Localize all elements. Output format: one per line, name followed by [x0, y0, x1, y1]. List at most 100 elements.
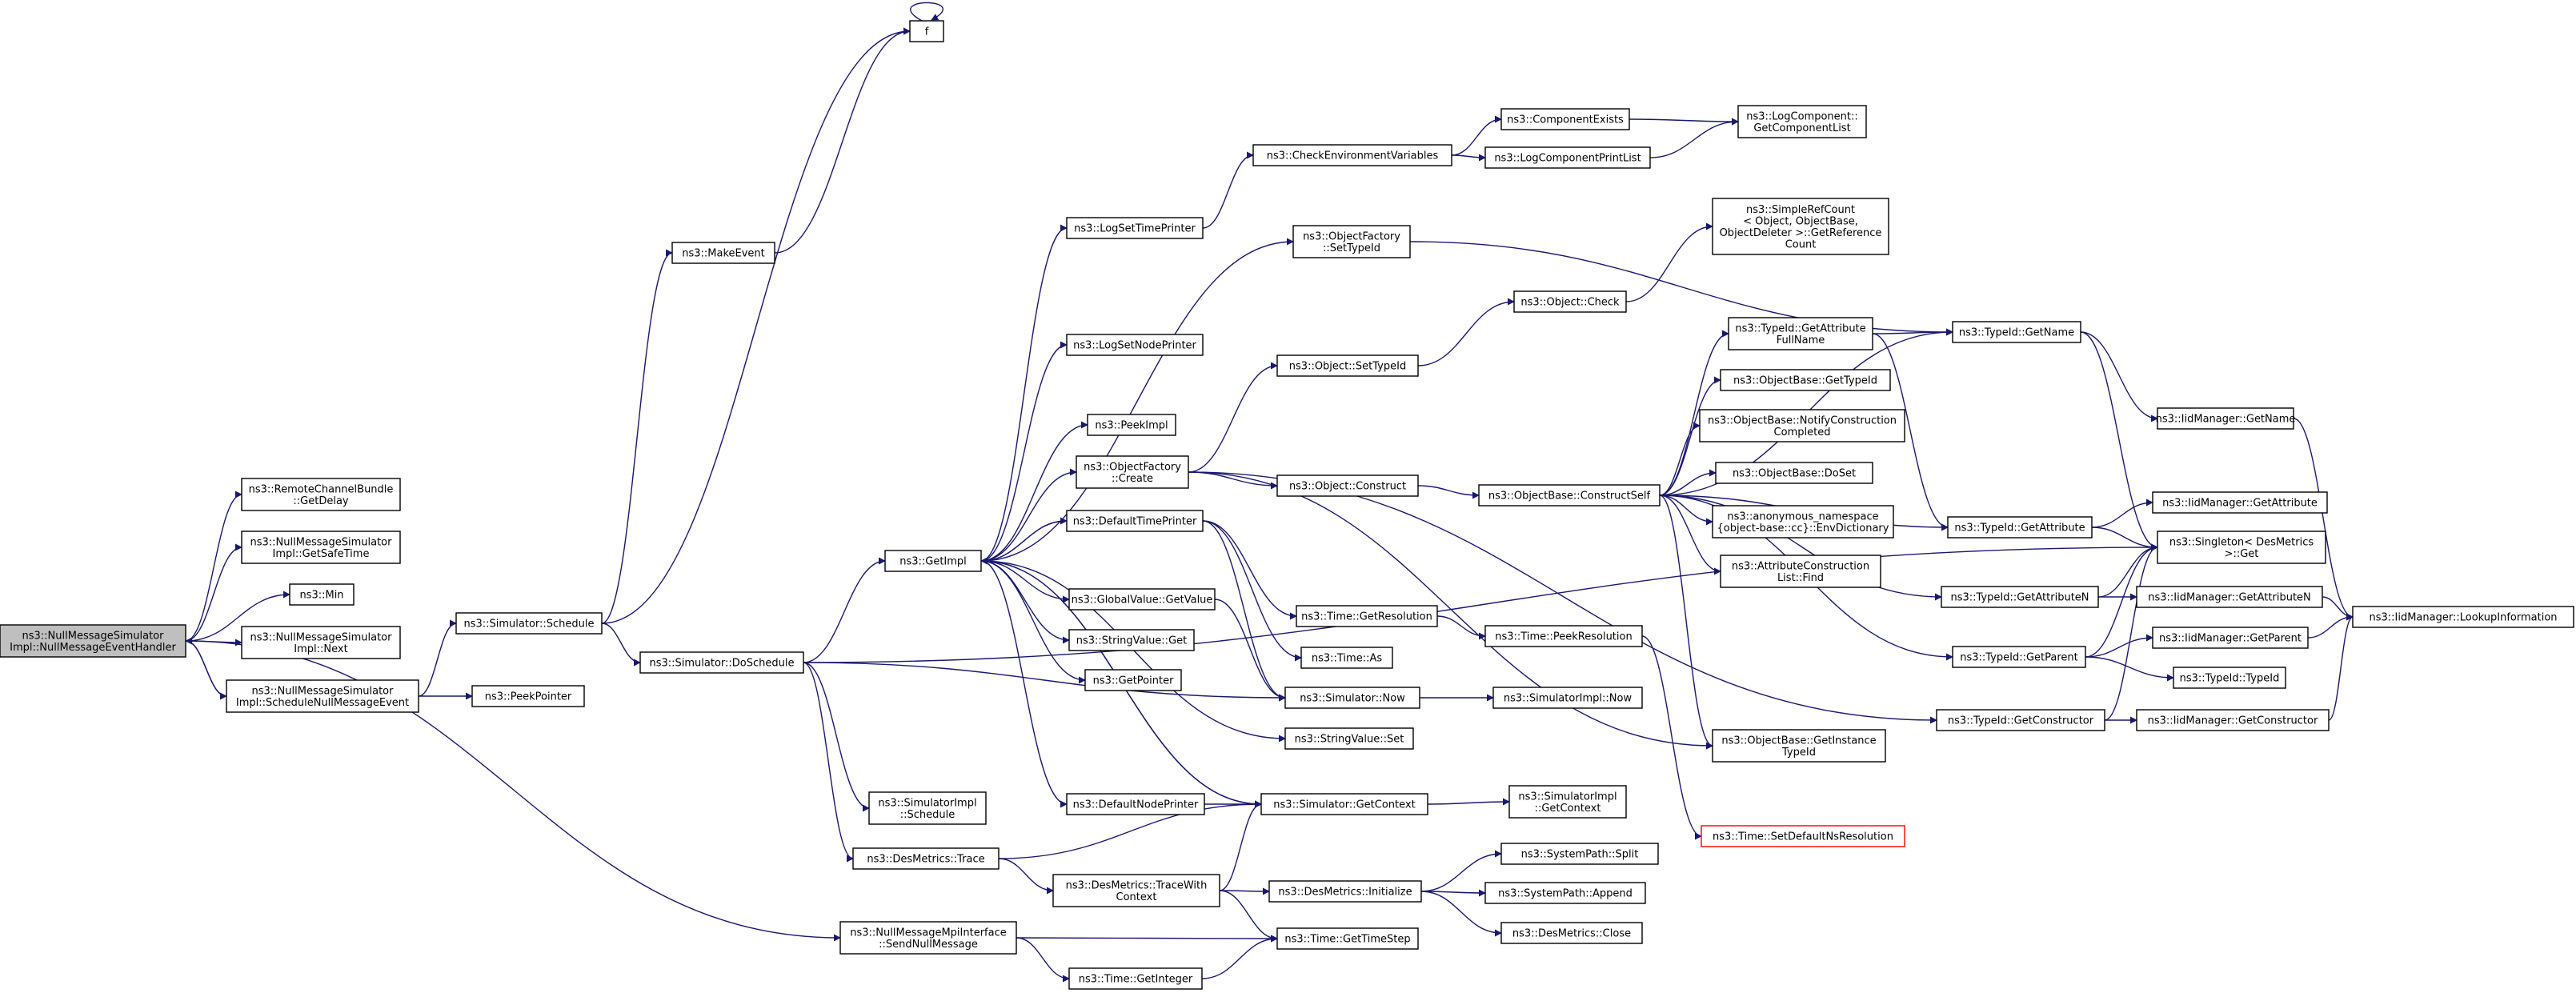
node-box	[1701, 825, 1905, 847]
node-object-construct[interactable]: ns3::Object::Construct	[1276, 474, 1419, 497]
node-logsetnodeprinter[interactable]: ns3::LogSetNodePrinter	[1066, 334, 1204, 356]
node-box	[1941, 586, 2099, 608]
node-box	[471, 685, 585, 707]
node-typeid-getname[interactable]: ns3::TypeId::GetName	[1952, 321, 2081, 343]
node-time-setdefaultnsres[interactable]: ns3::Time::SetDefaultNsResolution	[1701, 825, 1905, 847]
node-singleton-get[interactable]: ns3::Singleton< DesMetrics >::Get	[2157, 531, 2326, 564]
node-time-getinteger[interactable]: ns3::Time::GetInteger	[1068, 967, 1203, 990]
node-getsafetime[interactable]: ns3::NullMessageSimulatorImpl::GetSafeTi…	[241, 531, 401, 564]
node-iidmgr-getname[interactable]: ns3::IidManager::GetName	[2156, 407, 2296, 430]
node-label: ns3::NullMessageSimulator	[250, 536, 393, 548]
node-box	[884, 550, 982, 572]
node-min[interactable]: ns3::Min	[289, 583, 355, 606]
node-desm-close[interactable]: ns3::DesMetrics::Close	[1500, 922, 1643, 944]
node-time-gettimestep[interactable]: ns3::Time::GetTimeStep	[1276, 927, 1419, 950]
node-sim-schedule[interactable]: ns3::Simulator::Schedule	[455, 612, 603, 635]
node-defaultnodeprinter[interactable]: ns3::DefaultNodePrinter	[1066, 793, 1205, 815]
node-objbase-doset[interactable]: ns3::ObjectBase::DoSet	[1715, 462, 1873, 484]
edge-desm-tracewith-to-sim-getcontext	[1219, 800, 1262, 891]
node-iidmgr-getparent[interactable]: ns3::IidManager::GetParent	[2152, 627, 2309, 649]
node-getimpl[interactable]: ns3::GetImpl	[884, 550, 982, 572]
node-label: ns3::Object::Check	[1520, 297, 1620, 309]
edge-iidmgr-getattributen-to-iidmgr-lookupinfo	[2322, 596, 2354, 621]
node-makeevent[interactable]: ns3::MakeEvent	[671, 242, 775, 264]
node-objfactory-settypeid[interactable]: ns3::ObjectFactory::SetTypeId	[1292, 225, 1411, 258]
node-label: ns3::Time::PeekResolution	[1495, 631, 1632, 643]
node-time-as[interactable]: ns3::Time::As	[1300, 647, 1393, 669]
node-object-check[interactable]: ns3::Object::Check	[1513, 290, 1627, 313]
node-objfactory-create[interactable]: ns3::ObjectFactory::Create	[1076, 455, 1189, 489]
node-objbase-constructself[interactable]: ns3::ObjectBase::ConstructSelf	[1478, 484, 1661, 507]
node-simplerefcount[interactable]: ns3::SimpleRefCount< Object, ObjectBase,…	[1712, 198, 1889, 255]
edge-nullmpi-send-to-time-getinteger	[1016, 937, 1070, 983]
node-iidmgr-lookupinfo[interactable]: ns3::IidManager::LookupInformation	[2352, 606, 2574, 628]
node-peekimpl[interactable]: ns3::PeekImpl	[1087, 414, 1176, 436]
node-objbase-gettypeid[interactable]: ns3::ObjectBase::GetTypeId	[1720, 369, 1891, 391]
node-sim-now[interactable]: ns3::Simulator::Now	[1284, 687, 1420, 709]
node-time-getresolution[interactable]: ns3::Time::GetResolution	[1296, 605, 1438, 627]
node-root[interactable]: ns3::NullMessageSimulatorImpl::NullMessa…	[0, 624, 186, 658]
node-defaulttimeprinter[interactable]: ns3::DefaultTimePrinter	[1066, 510, 1204, 532]
node-stringvalue-set[interactable]: ns3::StringValue::Set	[1284, 727, 1414, 750]
node-iidmgr-getconstructor[interactable]: ns3::IidManager::GetConstructor	[2136, 709, 2330, 731]
node-typeid-getattribute[interactable]: ns3::TypeId::GetAttribute	[1947, 516, 2093, 539]
node-label: ns3::DefaultNodePrinter	[1073, 799, 1199, 811]
node-time-peekresolution[interactable]: ns3::Time::PeekResolution	[1484, 625, 1643, 647]
node-box	[1712, 198, 1889, 255]
node-logsettimeprinter[interactable]: ns3::LogSetTimePrinter	[1066, 217, 1204, 239]
node-iidmgr-getattribute[interactable]: ns3::IidManager::GetAttribute	[2152, 491, 2328, 514]
node-simimpl-getcontext[interactable]: ns3::SimulatorImpl::GetContext	[1508, 785, 1627, 819]
node-typeid-getconstructor[interactable]: ns3::TypeId::GetConstructor	[1936, 709, 2105, 731]
node-desm-trace[interactable]: ns3::DesMetrics::Trace	[852, 847, 1000, 870]
edge-nullmpi-send-to-time-gettimestep	[1016, 935, 1278, 943]
node-checkenv[interactable]: ns3::CheckEnvironmentVariables	[1252, 144, 1452, 166]
edge-objfactory-create-to-object-settypeid	[1188, 362, 1278, 473]
node-schedulenull[interactable]: ns3::NullMessageSimulatorImpl::ScheduleN…	[226, 679, 419, 713]
node-typeid-getattributen[interactable]: ns3::TypeId::GetAttributeN	[1941, 586, 2099, 608]
node-box	[1728, 317, 1873, 350]
node-label: ns3::SimulatorImpl	[1518, 791, 1617, 803]
node-box	[1712, 729, 1886, 763]
node-systempath-append[interactable]: ns3::SystemPath::Append	[1484, 882, 1646, 904]
node-nullmpi-send[interactable]: ns3::NullMessageMpiInterface::SendNullMe…	[839, 921, 1017, 955]
node-objbase-notify[interactable]: ns3::ObjectBase::NotifyConstructionCompl…	[1699, 409, 1905, 442]
node-getpointer[interactable]: ns3::GetPointer	[1084, 669, 1182, 691]
node-typeid-typeid[interactable]: ns3::TypeId::TypeId	[2173, 667, 2286, 689]
node-box	[1720, 555, 1881, 588]
node-logcomp-getlist[interactable]: ns3::LogComponent::GetComponentList	[1737, 105, 1867, 138]
edge-desm-tracewith-to-time-gettimestep	[1219, 890, 1278, 943]
node-globalvalue-getvalue[interactable]: ns3::GlobalValue::GetValue	[1068, 588, 1216, 611]
edge-doschedule-to-simimpl-schedule	[803, 662, 870, 812]
node-label: ns3::PeekPointer	[485, 691, 572, 703]
node-simimpl-schedule[interactable]: ns3::SimulatorImpl::Schedule	[868, 791, 987, 825]
node-desm-initialize[interactable]: ns3::DesMetrics::Initialize	[1268, 880, 1422, 903]
node-f[interactable]: f	[909, 20, 944, 42]
node-peekpointer[interactable]: ns3::PeekPointer	[471, 685, 585, 707]
node-box	[1712, 505, 1894, 539]
node-stringvalue-get[interactable]: ns3::StringValue::Get	[1068, 629, 1195, 651]
node-doschedule[interactable]: ns3::Simulator::DoSchedule	[639, 651, 804, 674]
node-logcomponentprintlist[interactable]: ns3::LogComponentPrintList	[1484, 146, 1651, 169]
node-iidmgr-getattributen[interactable]: ns3::IidManager::GetAttributeN	[2136, 586, 2323, 608]
node-simimplnow[interactable]: ns3::SimulatorImpl::Now	[1492, 687, 1643, 709]
node-box	[0, 624, 186, 658]
node-rcb-getdelay[interactable]: ns3::RemoteChannelBundle::GetDelay	[241, 478, 401, 511]
node-label: Impl::GetSafeTime	[273, 548, 370, 560]
node-label: ns3::DesMetrics::Initialize	[1278, 887, 1412, 899]
node-sim-getcontext[interactable]: ns3::Simulator::GetContext	[1260, 793, 1428, 815]
edge-typeid-getattrfullname-to-typeid-getattribute	[1872, 333, 1949, 531]
node-typeid-getparent[interactable]: ns3::TypeId::GetParent	[1952, 646, 2086, 668]
node-label: ns3::LogComponent::	[1746, 110, 1858, 122]
node-object-settypeid[interactable]: ns3::Object::SetTypeId	[1276, 354, 1419, 377]
node-label: ns3::IidManager::GetAttributeN	[2148, 592, 2311, 604]
node-systempath-split[interactable]: ns3::SystemPath::Split	[1500, 843, 1659, 865]
edge-iidmgr-getconstructor-to-iidmgr-lookupinfo	[2328, 613, 2354, 721]
node-anon-envdict[interactable]: ns3::anonymous_namespace{object-base::cc…	[1712, 505, 1894, 539]
node-componentexists[interactable]: ns3::ComponentExists	[1500, 108, 1630, 130]
